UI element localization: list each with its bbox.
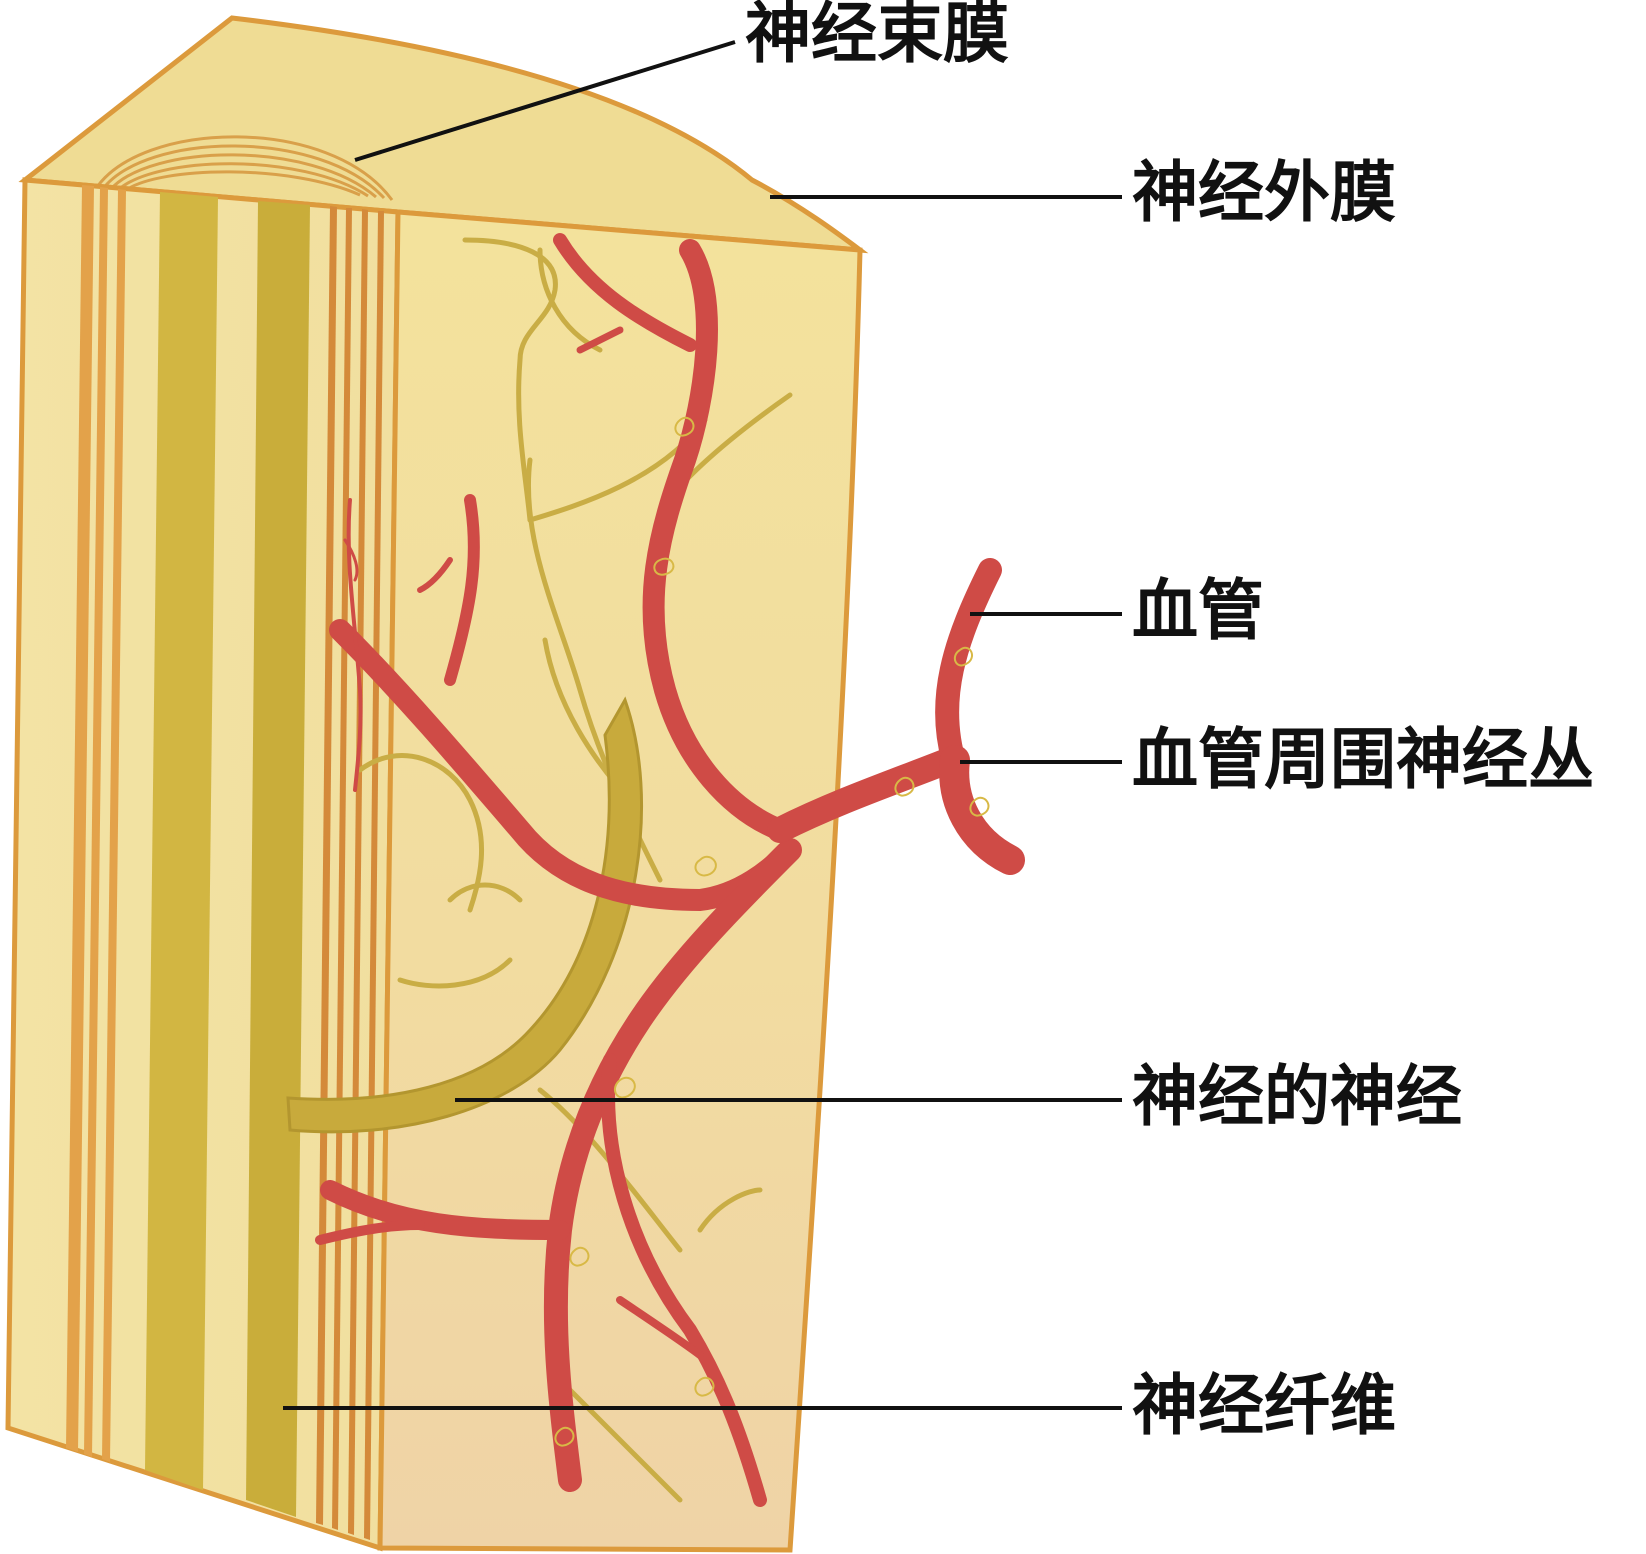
nerve-trunk-block — [5, 15, 869, 1553]
labels: 神经束膜 神经外膜 血管 血管周围神经丛 神经的神经 神经纤维 — [745, 0, 1594, 1444]
label-blood-vessel: 血管 — [1132, 571, 1264, 649]
leader-lines — [283, 40, 1122, 1410]
label-perineurium: 神经束膜 — [745, 0, 1009, 72]
label-nerve-fiber: 神经纤维 — [1132, 1366, 1396, 1444]
label-nervi-nervorum: 神经的神经 — [1132, 1057, 1462, 1135]
vessel-external — [767, 747, 963, 843]
blood-vessels — [315, 233, 1025, 1507]
vessel-main-lower — [543, 838, 802, 1492]
fascicle-lamellae — [93, 135, 394, 201]
nervi-nervorum-trunk — [286, 696, 644, 1134]
label-perivascular-plexus: 血管周围神经丛 — [1132, 720, 1594, 798]
label-epineurium: 神经外膜 — [1132, 153, 1396, 231]
perivascular-plexus — [554, 416, 990, 1447]
leader-perineurium — [354, 40, 736, 162]
